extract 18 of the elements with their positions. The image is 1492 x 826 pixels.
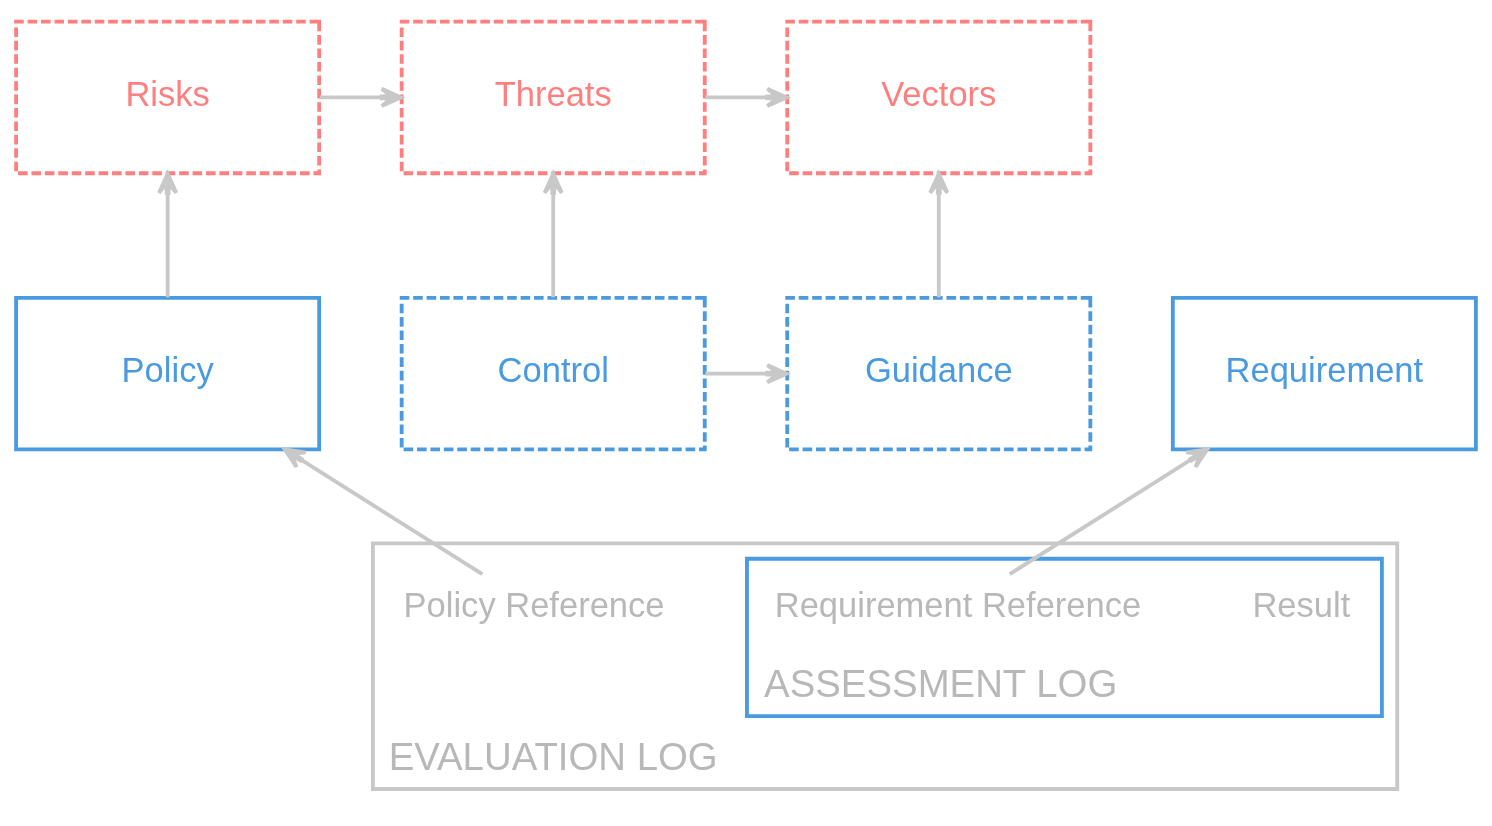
arrow (705, 363, 789, 385)
arrow (928, 171, 950, 298)
node-text: Policy Reference (403, 586, 665, 625)
arrow (282, 447, 484, 576)
arrow (319, 86, 403, 108)
node-box: Policy (14, 295, 322, 452)
node-box: Risks (14, 19, 322, 176)
node-text: Requirement Reference (774, 586, 1142, 625)
arrow (157, 171, 179, 298)
arrow (542, 171, 564, 298)
node-box: Requirement (1170, 295, 1478, 452)
arrow (1008, 447, 1210, 576)
arrow (705, 86, 789, 108)
node-box: Threats (399, 19, 707, 176)
node-box: Control (399, 295, 707, 452)
node-box: Guidance (785, 295, 1093, 452)
node-text: Result (1252, 586, 1351, 625)
node-box: Vectors (785, 19, 1093, 176)
